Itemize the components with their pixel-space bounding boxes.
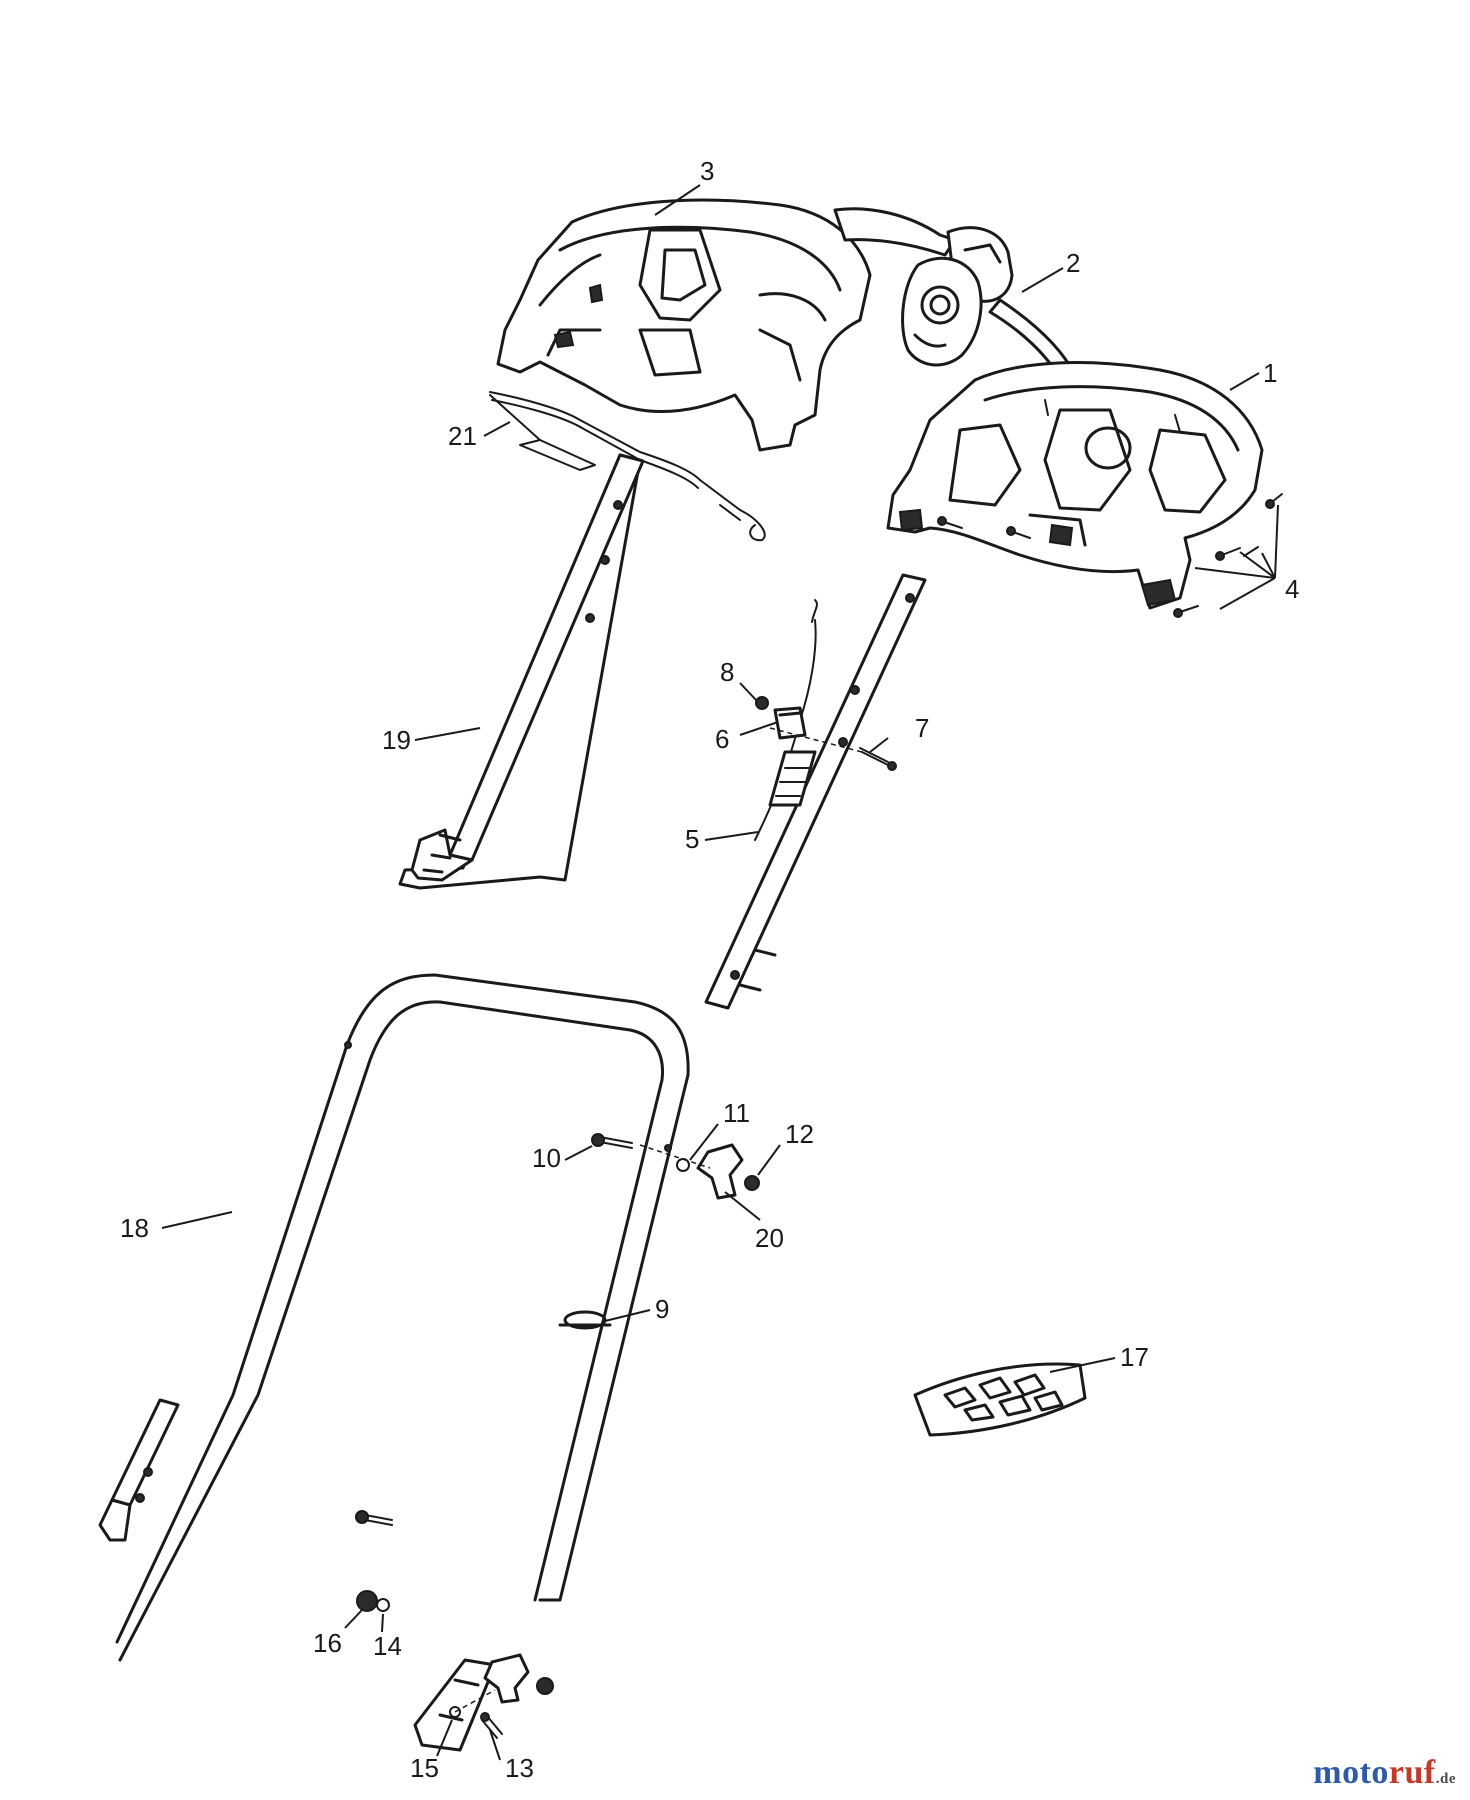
callout-13: 13 — [505, 1753, 534, 1783]
callout-11: 11 — [723, 1098, 750, 1128]
callout-6: 6 — [715, 724, 729, 754]
bolt-part-7 — [859, 747, 897, 771]
nut-part-8 — [755, 696, 769, 710]
screws — [937, 399, 1283, 618]
callout-21: 21 — [448, 421, 477, 451]
watermark-brand-b: ruf — [1388, 1754, 1436, 1791]
callout-17: 17 — [1120, 1342, 1149, 1372]
callout-16: 16 — [313, 1628, 342, 1658]
fasteners-lower-clamp — [355, 1510, 554, 1739]
callout-labels: 1 2 3 4 5 6 7 8 9 10 11 12 13 14 15 16 1… — [120, 156, 1299, 1783]
watermark-logo: motoruf.de — [1313, 1754, 1456, 1792]
upper-handle-housing — [496, 198, 872, 452]
callout-19: 19 — [382, 725, 411, 755]
hardware-bag — [913, 1362, 1087, 1437]
callout-18: 18 — [120, 1213, 149, 1243]
cable-part-5 — [754, 599, 818, 841]
lower-handle-u — [98, 973, 690, 1752]
callout-5: 5 — [685, 824, 699, 854]
leader-lines — [161, 184, 1279, 1761]
upper-tube-left-body — [410, 453, 645, 882]
upper-tube-right — [704, 573, 927, 1010]
callout-14: 14 — [373, 1631, 402, 1661]
callout-10: 10 — [532, 1143, 561, 1173]
callout-15: 15 — [410, 1753, 439, 1783]
control-lever — [833, 207, 1077, 384]
watermark-tld: .de — [1435, 1771, 1456, 1787]
callout-9: 9 — [655, 1294, 669, 1324]
callout-2: 2 — [1066, 248, 1080, 278]
callout-20: 20 — [755, 1223, 784, 1253]
fasteners-upper-clamp — [591, 1133, 760, 1200]
callout-3: 3 — [700, 156, 714, 186]
callout-12: 12 — [785, 1119, 814, 1149]
callout-8: 8 — [720, 657, 734, 687]
control-cable — [489, 391, 766, 542]
lower-handle-housing — [886, 361, 1264, 610]
callout-4: 4 — [1285, 574, 1299, 604]
callout-1: 1 — [1263, 358, 1277, 388]
callout-7: 7 — [915, 713, 929, 743]
watermark-brand-a: moto — [1313, 1754, 1389, 1791]
